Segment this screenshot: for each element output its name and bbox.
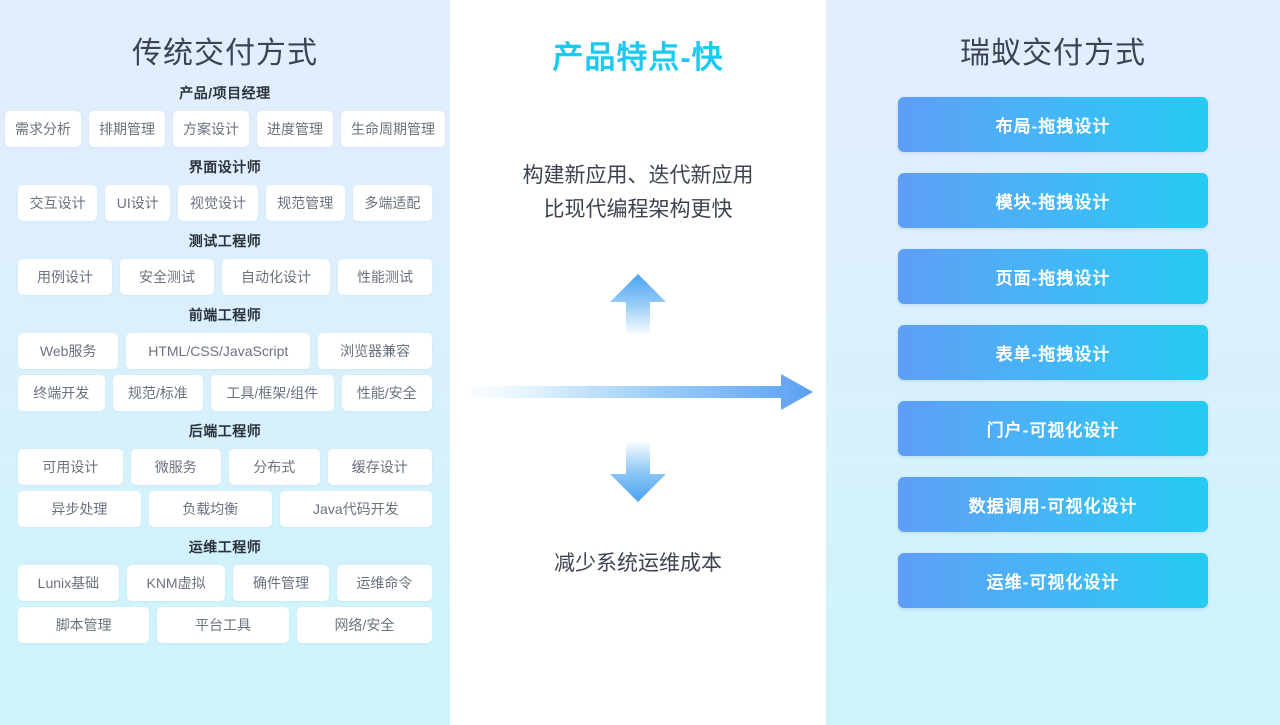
skill-tag: 交互设计 <box>18 184 98 221</box>
skill-tag: 方案设计 <box>173 110 249 147</box>
skill-tag: KNM虚拟 <box>126 564 226 601</box>
role-group-title: 产品/项目经理 <box>179 84 271 101</box>
role-group-title: 前端工程师 <box>188 306 262 323</box>
skill-tag: 异步处理 <box>18 490 141 527</box>
skill-tag: 运维命令 <box>336 564 433 601</box>
center-description: 构建新应用、迭代新应用 比现代编程架构更快 <box>523 159 754 227</box>
skill-tag: 进度管理 <box>257 110 333 147</box>
tag-row: 脚本管理平台工具网络/安全 <box>18 606 433 643</box>
skill-tag: 缓存设计 <box>327 448 432 485</box>
tag-row: 终端开发规范/标准工具/框架/组件性能/安全 <box>18 374 432 411</box>
delivery-capability-button[interactable]: 表单-拖拽设计 <box>898 324 1208 380</box>
delivery-capability-button[interactable]: 门户-可视化设计 <box>898 400 1208 456</box>
skill-tag: 视觉设计 <box>178 184 258 221</box>
skill-tag: 自动化设计 <box>222 258 330 295</box>
delivery-capability-button[interactable]: 数据调用-可视化设计 <box>898 476 1208 532</box>
skill-tag: 可用设计 <box>18 448 123 485</box>
tag-row: 用例设计安全测试自动化设计性能测试 <box>18 258 432 295</box>
skill-tag: 平台工具 <box>157 606 289 643</box>
delivery-capability-button[interactable]: 页面-拖拽设计 <box>898 248 1208 304</box>
left-panel-title: 传统交付方式 <box>132 37 318 70</box>
center-footer-text: 减少系统运维成本 <box>554 552 722 576</box>
role-group-title: 测试工程师 <box>188 232 262 249</box>
skill-tag: 分布式 <box>229 448 320 485</box>
tag-row: 可用设计微服务分布式缓存设计 <box>18 448 432 485</box>
skill-tag: 安全测试 <box>120 258 214 295</box>
arrow-right-icon <box>463 374 813 411</box>
skill-tag: 脚本管理 <box>18 606 150 643</box>
tag-row: 需求分析排期管理方案设计进度管理生命周期管理 <box>5 110 445 147</box>
arrow-down-icon <box>610 440 666 503</box>
delivery-capability-button[interactable]: 布局-拖拽设计 <box>898 96 1208 152</box>
skill-tag: Web服务 <box>18 332 119 369</box>
skill-tag: 需求分析 <box>5 110 81 147</box>
right-panel-title: 瑞蚁交付方式 <box>960 37 1146 70</box>
skill-tag: 排期管理 <box>89 110 165 147</box>
role-group: 测试工程师用例设计安全测试自动化设计性能测试 <box>18 231 432 295</box>
role-group-title: 后端工程师 <box>188 422 262 439</box>
skill-tag: 性能测试 <box>338 258 432 295</box>
center-description-line-1: 构建新应用、迭代新应用 <box>522 164 754 187</box>
skill-tag: 微服务 <box>130 448 221 485</box>
ruiyi-delivery-panel: 瑞蚁交付方式 布局-拖拽设计模块-拖拽设计页面-拖拽设计表单-拖拽设计门户-可视… <box>826 0 1280 725</box>
skill-tag: 用例设计 <box>18 258 112 295</box>
delivery-capability-button[interactable]: 模块-拖拽设计 <box>898 172 1208 228</box>
skill-tag: 确件管理 <box>233 564 329 601</box>
skill-tag: 规范管理 <box>265 184 345 221</box>
skill-tag: 多端适配 <box>352 184 433 221</box>
role-group-title: 运维工程师 <box>188 538 262 555</box>
skill-tag: UI设计 <box>105 184 171 221</box>
skill-tag: 规范/标准 <box>112 374 204 411</box>
arrow-up-icon <box>610 274 666 337</box>
delivery-capability-button[interactable]: 运维-可视化设计 <box>898 552 1208 608</box>
center-description-line-2: 比现代编程架构更快 <box>543 198 733 222</box>
role-group-title: 界面设计师 <box>188 158 262 175</box>
skill-tag: HTML/CSS/JavaScript <box>126 332 311 369</box>
center-panel-title: 产品特点-快 <box>552 40 724 75</box>
skill-tag: 网络/安全 <box>296 606 433 643</box>
skill-tag: 浏览器兼容 <box>318 332 432 369</box>
product-feature-panel: 产品特点-快 构建新应用、迭代新应用 比现代编程架构更快 <box>450 0 826 725</box>
skill-tag: Lunix基础 <box>17 564 119 601</box>
traditional-delivery-panel: 传统交付方式 产品/项目经理需求分析排期管理方案设计进度管理生命周期管理界面设计… <box>0 0 450 725</box>
skill-tag: 工具/框架/组件 <box>211 374 334 411</box>
skill-tag: 性能/安全 <box>341 374 432 411</box>
skill-tag: Java代码开发 <box>279 490 433 527</box>
skill-tag: 生命周期管理 <box>341 110 445 147</box>
role-group: 产品/项目经理需求分析排期管理方案设计进度管理生命周期管理 <box>5 83 445 147</box>
skill-tag: 终端开发 <box>18 374 105 411</box>
delivery-capability-list: 布局-拖拽设计模块-拖拽设计页面-拖拽设计表单-拖拽设计门户-可视化设计数据调用… <box>852 96 1254 608</box>
skill-tag: 负载均衡 <box>148 490 272 527</box>
